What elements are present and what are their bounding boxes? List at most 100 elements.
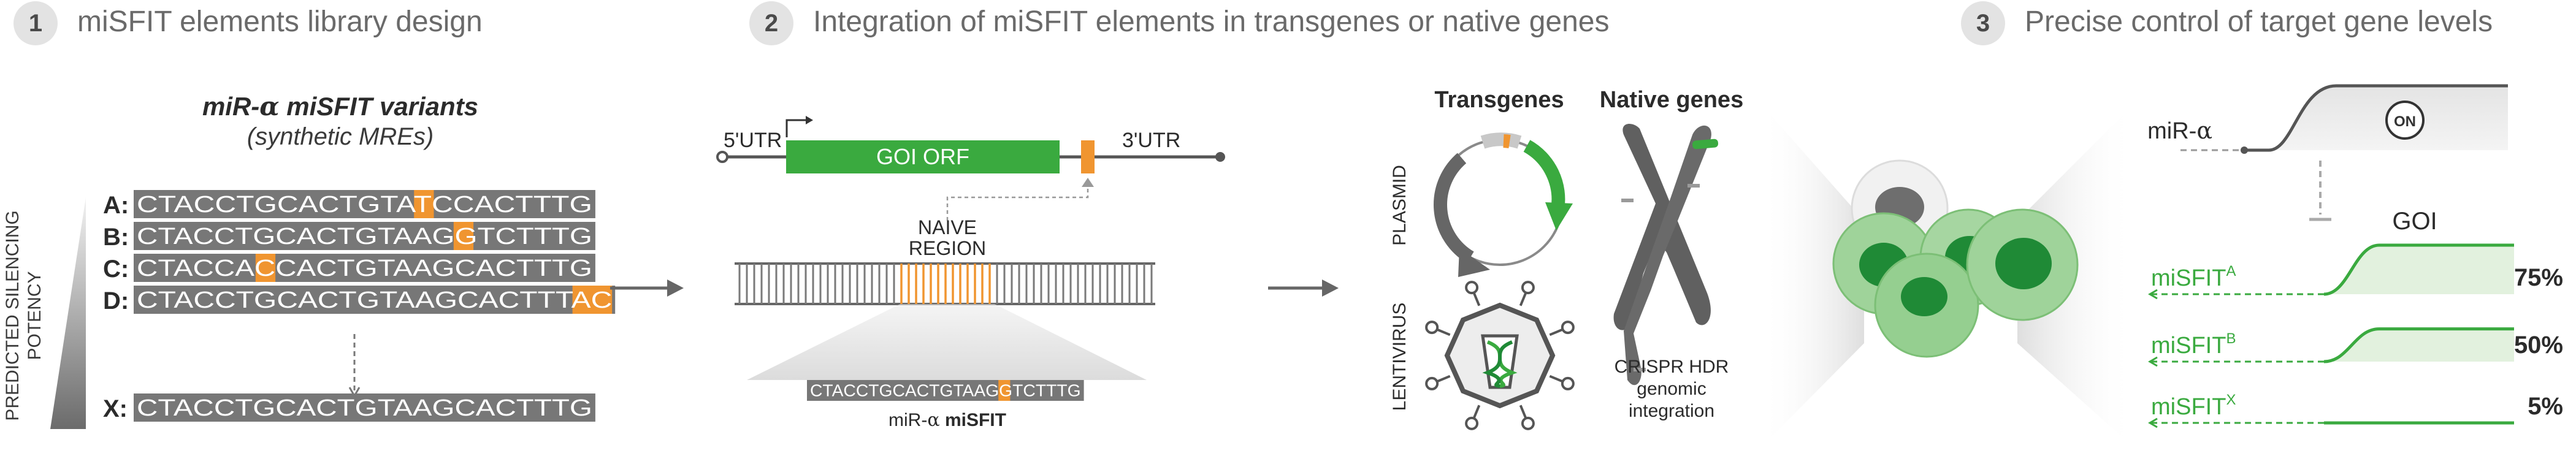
plasmid-icon bbox=[1434, 132, 1573, 277]
sequence-text: CTACCTGCACTGTATCCACTTTG bbox=[137, 192, 592, 218]
virus-spike-tip bbox=[1521, 281, 1535, 295]
variant-continuation-arrowhead bbox=[348, 387, 361, 398]
variant-sequence-row: CTACCTGCACTGTAAGCACTTTG bbox=[134, 393, 595, 422]
insertion-marker bbox=[1082, 178, 1094, 187]
output-arrowhead bbox=[2148, 356, 2158, 367]
variant-sequence-row: CTACCACCACTGTAAGCACTTTG bbox=[134, 254, 595, 282]
output-percent: 75% bbox=[2514, 264, 2563, 291]
output-level-curve bbox=[2323, 327, 2514, 363]
goi-orf-box bbox=[786, 140, 1060, 173]
crispr-label-1: CRISPR HDR bbox=[1615, 357, 1729, 377]
output-percent: 5% bbox=[2528, 393, 2563, 420]
naive-region-label-1: NAIVE bbox=[918, 216, 977, 238]
mir-alpha-label: miR-α bbox=[2147, 117, 2212, 144]
virus-spike bbox=[1472, 291, 1481, 306]
inserted-misfit-caption: miR-α miSFIT bbox=[889, 409, 1006, 431]
cells-zoom-cone-left bbox=[1761, 104, 1864, 447]
sequence-text: CTACCTGCACTGTAAGCACTTTAC bbox=[137, 287, 612, 313]
transgenes-heading: Transgenes bbox=[1434, 87, 1564, 113]
output-level-fill bbox=[2324, 329, 2514, 362]
mismatch-highlight bbox=[414, 190, 434, 218]
mir-induction-curve bbox=[2244, 84, 2508, 152]
virus-spike bbox=[1549, 374, 1564, 383]
sequence-text: CTACCTGCACTGTAAGCACTTTG bbox=[137, 395, 592, 421]
crispr-label-2: genomic bbox=[1637, 379, 1706, 399]
variant-label: B: bbox=[103, 224, 129, 251]
potency-axis-label-1: PREDICTED SILENCING bbox=[2, 210, 23, 420]
native-genes-heading: Native genes bbox=[1600, 87, 1743, 113]
utr3-label: 3'UTR bbox=[1122, 129, 1180, 152]
flow-arrow-1-head bbox=[667, 279, 684, 297]
mrna-5prime-end bbox=[716, 151, 728, 163]
utr5-label: 5'UTR bbox=[724, 129, 782, 152]
output-levels: miSFITA 75% miSFITB 50% miSFITX 5% bbox=[2148, 243, 2563, 428]
variant-label: A: bbox=[103, 192, 129, 219]
variant-sequence-row: CTACCTGCACTGTAAGGTCTTTG bbox=[134, 222, 595, 250]
sequence-text: CTACCTGCACTGTAAGGTCTTTG bbox=[810, 381, 1081, 400]
on-label: ON bbox=[2394, 113, 2416, 130]
virus-spike-tip bbox=[1561, 321, 1575, 335]
virus-spike-tip bbox=[1465, 416, 1479, 430]
variant-label: C: bbox=[103, 256, 129, 283]
naive-region-zoom-cone bbox=[747, 304, 1147, 380]
cell-cluster bbox=[1832, 159, 2079, 358]
output-label: miSFITX bbox=[2151, 392, 2236, 420]
variant-sequence-row: CTACCTGCACTGTATCCACTTTG bbox=[134, 190, 595, 218]
output-row: miSFITB 50% bbox=[2148, 327, 2563, 367]
virus-spike bbox=[1519, 291, 1527, 306]
flow-arrow-2-head bbox=[1322, 279, 1339, 297]
variant-label: D: bbox=[103, 287, 129, 314]
misfit-insertion-site bbox=[1081, 140, 1095, 173]
lentivirus-icon bbox=[1444, 302, 1556, 409]
sequence-text: CTACCACCACTGTAAGCACTTTG bbox=[137, 256, 592, 281]
potency-gradient-wedge bbox=[50, 197, 86, 429]
output-label: miSFITB bbox=[2151, 330, 2236, 359]
variant-list: A: CTACCTGCACTGTATCCACTTTG B: CTACCTGCACTGT… bbox=[103, 190, 616, 422]
virus-spike bbox=[1435, 374, 1451, 383]
output-percent: 50% bbox=[2514, 332, 2563, 359]
goi-orf-label: GOI ORF bbox=[876, 144, 969, 169]
mir-start-dot bbox=[2241, 146, 2248, 154]
mismatch-highlight bbox=[453, 222, 474, 250]
output-label: miSFITA bbox=[2151, 263, 2236, 291]
step-2-title: Integration of miSFIT elements in transg… bbox=[813, 6, 1610, 38]
virus-spike bbox=[1549, 328, 1564, 336]
promoter-arrowhead bbox=[806, 116, 813, 124]
output-row: miSFITX 5% bbox=[2148, 392, 2563, 428]
virus-spike bbox=[1519, 405, 1527, 420]
inserted-sequence-strip: CTACCTGCACTGTAAGGTCTTTG bbox=[807, 380, 1084, 401]
goi-label: GOI bbox=[2392, 208, 2437, 235]
chromosome-icon bbox=[1613, 123, 1719, 386]
virus-spike-tip bbox=[1521, 416, 1535, 430]
naive-region-label-2: REGION bbox=[909, 237, 986, 259]
virus-spike-tip bbox=[1465, 281, 1479, 295]
promoter-arrow bbox=[785, 119, 808, 137]
virus-spike-tip bbox=[1425, 376, 1439, 390]
mismatch-highlight bbox=[998, 380, 1011, 401]
virus-spike bbox=[1472, 405, 1481, 420]
potency-axis-label-2: POTENCY bbox=[25, 271, 45, 360]
virus-spike bbox=[1435, 328, 1451, 336]
inserted-misfit-sequence: CTACCTGCACTGTAAGGTCTTTG bbox=[807, 380, 1084, 401]
output-arrowhead bbox=[2148, 289, 2158, 300]
lentivirus-label: LENTIVIRUS bbox=[1389, 303, 1410, 411]
on-badge bbox=[2385, 101, 2425, 140]
crispr-label-3: integration bbox=[1629, 401, 1714, 421]
library-heading: miR-α miSFIT variants bbox=[202, 91, 478, 121]
mismatch-highlight bbox=[572, 286, 613, 314]
lentivirus-spikes bbox=[1425, 281, 1575, 430]
variant-label: X: bbox=[103, 395, 128, 422]
step-3-title: Precise control of target gene levels bbox=[2025, 6, 2493, 38]
mrna-3prime-end bbox=[1215, 152, 1225, 162]
step-2-number: 2 bbox=[749, 1, 793, 45]
dna-double-strand bbox=[735, 262, 1155, 305]
step-1-number: 1 bbox=[13, 1, 58, 45]
virus-spike-tip bbox=[1561, 376, 1575, 390]
virus-spike-tip bbox=[1425, 321, 1439, 335]
variant-sequence-row: CTACCTGCACTGTAAGCACTTTAC bbox=[134, 286, 616, 314]
library-subheading: (synthetic MREs) bbox=[247, 123, 434, 150]
output-row: miSFITA 75% bbox=[2148, 243, 2563, 300]
sequence-text: CTACCTGCACTGTAAGGTCTTTG bbox=[137, 224, 592, 249]
output-level-curve bbox=[2323, 243, 2514, 296]
